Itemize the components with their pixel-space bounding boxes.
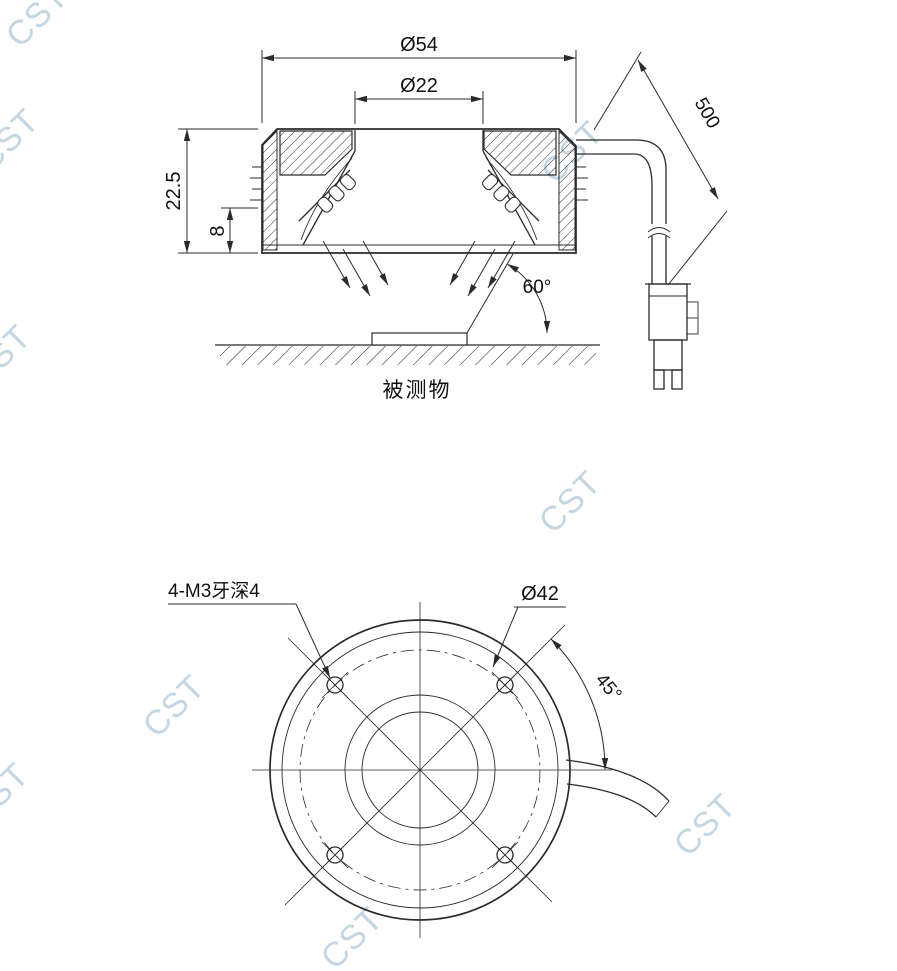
light-ray bbox=[467, 248, 496, 297]
outer-diameter-label: Ø54 bbox=[400, 34, 438, 56]
right-section-hatch bbox=[483, 130, 557, 176]
hole-circle bbox=[496, 676, 514, 694]
led-icon bbox=[493, 185, 510, 202]
led-icon bbox=[317, 196, 334, 213]
led-icon bbox=[328, 185, 345, 202]
extension-line bbox=[178, 128, 258, 254]
watermarks: CST CST CST CST CST CST CST CST CST bbox=[0, 0, 744, 971]
cavity-cone bbox=[302, 150, 536, 246]
beam-angle-label: 60° bbox=[523, 277, 552, 298]
screw-hole bbox=[491, 841, 519, 869]
right-grooves bbox=[576, 166, 588, 201]
extension-line bbox=[261, 50, 577, 123]
cable-break-icon bbox=[647, 227, 671, 239]
watermark-text: CST bbox=[532, 464, 609, 541]
leader-line bbox=[295, 603, 331, 679]
cable-break-gap bbox=[648, 224, 670, 236]
light-rays bbox=[322, 240, 516, 297]
led-packages bbox=[317, 174, 521, 213]
angle-leg bbox=[466, 253, 514, 334]
light-ray bbox=[487, 240, 516, 289]
led-icon bbox=[504, 196, 521, 213]
dimension-inner-height: 8 bbox=[207, 207, 258, 253]
light-ray bbox=[342, 248, 371, 297]
center-bore-walls bbox=[354, 130, 484, 151]
screw-hole bbox=[321, 671, 349, 699]
hole-cross-icon bbox=[491, 671, 519, 699]
left-grooves bbox=[250, 166, 262, 201]
section-view: Ø54 Ø22 bbox=[163, 34, 728, 402]
watermark-text: CST bbox=[0, 102, 47, 179]
connector-body bbox=[648, 283, 688, 341]
hole-cross-icon bbox=[491, 841, 519, 869]
extension-line bbox=[593, 51, 728, 286]
left-wall-hatch bbox=[262, 129, 278, 251]
cable-inner-line bbox=[576, 153, 653, 284]
left-section-hatch bbox=[279, 130, 353, 176]
watermark-text: CST bbox=[0, 756, 37, 833]
screw-hole bbox=[491, 671, 519, 699]
hole-circle bbox=[326, 846, 344, 864]
watermark-text: CST bbox=[667, 787, 744, 864]
light-ray bbox=[362, 240, 389, 286]
connector-foot bbox=[653, 369, 665, 390]
dimension-beam-angle: 60° bbox=[466, 253, 552, 334]
dimension-inner-diameter: Ø22 bbox=[354, 75, 484, 124]
ring-light-housing bbox=[250, 128, 588, 254]
connector-lower bbox=[653, 339, 683, 371]
dimension-cable-length: 500 bbox=[593, 51, 728, 286]
total-height-label: 22.5 bbox=[163, 172, 185, 211]
hole-circle bbox=[326, 676, 344, 694]
object-slab bbox=[371, 332, 468, 346]
hole-circle bbox=[496, 846, 514, 864]
angle-arc bbox=[550, 638, 609, 771]
leader-line bbox=[492, 606, 519, 668]
cable-outer-line bbox=[565, 759, 670, 802]
measured-object: 被测物 bbox=[215, 332, 600, 402]
hole-cross-icon bbox=[321, 671, 349, 699]
bolt-circle-label: Ø42 bbox=[521, 583, 559, 605]
hole-cross-icon bbox=[321, 841, 349, 869]
dimension-outer-diameter: Ø54 bbox=[261, 34, 577, 123]
angle-arc bbox=[506, 263, 551, 334]
right-wall-hatch bbox=[558, 129, 576, 251]
watermark-text: CST bbox=[0, 0, 76, 55]
plan-cable bbox=[565, 759, 670, 818]
dimension-total-height: 22.5 bbox=[163, 128, 258, 254]
light-ray bbox=[449, 240, 476, 286]
watermark-text: CST bbox=[314, 900, 391, 971]
watermark-text: CST bbox=[136, 668, 213, 745]
bolt-circle-dimension: Ø42 bbox=[492, 583, 566, 668]
screw-hole bbox=[321, 841, 349, 869]
plan-view: 4-M3牙深4 Ø42 45° bbox=[168, 580, 670, 938]
connector bbox=[645, 283, 699, 390]
ground-hatch bbox=[220, 346, 596, 365]
housing-outline bbox=[261, 128, 577, 254]
led-icon bbox=[339, 174, 356, 191]
thread-note-label: 4-M3牙深4 bbox=[168, 580, 260, 602]
cable-inner-line bbox=[566, 783, 657, 818]
hole-angle-label: 45° bbox=[591, 670, 626, 706]
watermark-text: CST bbox=[0, 318, 39, 395]
light-ray bbox=[322, 240, 351, 289]
inner-height-label: 8 bbox=[207, 225, 229, 236]
cable-length-label: 500 bbox=[690, 94, 724, 132]
cable-cut-line bbox=[655, 800, 670, 818]
connector-foot bbox=[671, 369, 683, 390]
thread-note: 4-M3牙深4 bbox=[168, 580, 331, 679]
dimension-line bbox=[637, 59, 719, 200]
measured-object-label: 被测物 bbox=[383, 379, 452, 402]
inner-diameter-label: Ø22 bbox=[400, 75, 438, 97]
dimension-hole-angle: 45° bbox=[550, 638, 626, 771]
led-icon bbox=[482, 174, 499, 191]
